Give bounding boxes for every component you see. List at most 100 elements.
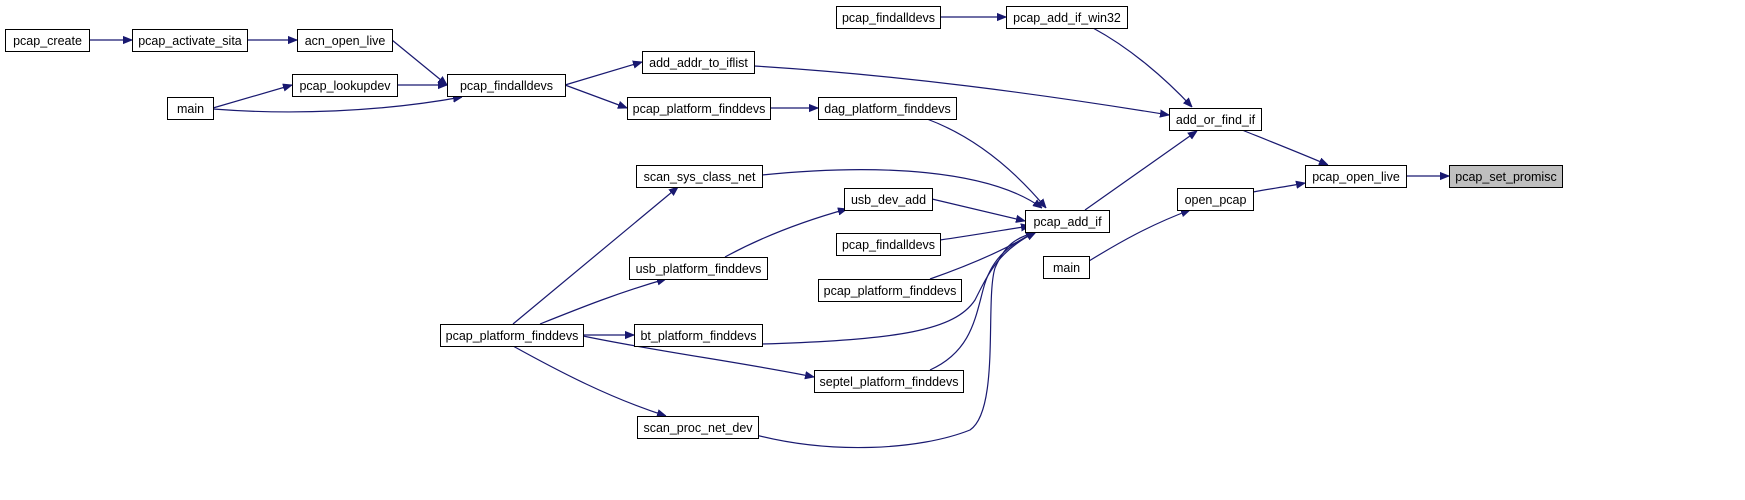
edge-main_a-to-pcap_findalldevs_a	[212, 97, 462, 113]
edge-pcap_platform_finddevs_b-to-scan_sys_class_net	[512, 187, 678, 325]
node-label: pcap_platform_finddevs	[633, 102, 766, 116]
node-box[interactable]	[1169, 108, 1262, 131]
edge-scan_proc_net_dev-to-pcap_add_if	[751, 232, 1036, 449]
node-label: main	[1053, 261, 1080, 275]
node-box[interactable]	[836, 6, 941, 29]
node-box[interactable]	[297, 29, 393, 52]
edge-open_pcap-to-pcap_open_live	[1252, 183, 1305, 193]
edge-pcap_platform_finddevs_b-to-septel_platform_finddevs	[582, 335, 814, 377]
node-add_or_find_if[interactable]: add_or_find_if	[1169, 108, 1262, 131]
node-box[interactable]	[634, 324, 763, 347]
node-usb_dev_add[interactable]: usb_dev_add	[844, 188, 933, 211]
node-box[interactable]	[637, 416, 759, 439]
node-label: bt_platform_finddevs	[640, 329, 756, 343]
node-pcap_platform_finddevs_b[interactable]: pcap_platform_finddevs	[440, 324, 584, 347]
node-box[interactable]	[1006, 6, 1128, 29]
node-label: dag_platform_finddevs	[824, 102, 950, 116]
node-pcap_create[interactable]: pcap_create	[5, 29, 90, 52]
node-open_pcap[interactable]: open_pcap	[1177, 188, 1254, 211]
node-usb_platform_finddevs[interactable]: usb_platform_finddevs	[629, 257, 768, 280]
node-pcap_findalldevs_b[interactable]: pcap_findalldevs	[836, 6, 941, 29]
edges-layer	[89, 17, 1449, 449]
node-label: open_pcap	[1185, 193, 1247, 207]
node-box[interactable]	[167, 97, 214, 120]
node-pcap_lookupdev[interactable]: pcap_lookupdev	[292, 74, 398, 97]
edge-pcap_platform_finddevs_b-to-scan_proc_net_dev	[512, 345, 666, 416]
edge-pcap_findalldevs_a-to-pcap_platform_finddevs_a	[564, 84, 627, 108]
edge-dag_platform_finddevs-to-pcap_add_if	[926, 118, 1046, 208]
edge-pcap_findalldevs_c-to-pcap_add_if	[939, 226, 1030, 241]
node-label: scan_sys_class_net	[644, 170, 756, 184]
node-label: scan_proc_net_dev	[643, 421, 753, 435]
node-dag_platform_finddevs[interactable]: dag_platform_finddevs	[818, 97, 957, 120]
node-box[interactable]	[1043, 256, 1090, 279]
node-label: pcap_platform_finddevs	[446, 329, 579, 343]
node-box[interactable]	[1177, 188, 1254, 211]
node-pcap_findalldevs_c[interactable]: pcap_findalldevs	[836, 233, 941, 256]
edge-scan_sys_class_net-to-pcap_add_if	[761, 169, 1042, 208]
edge-septel_platform_finddevs-to-pcap_add_if	[929, 231, 1036, 371]
edge-usb_dev_add-to-pcap_add_if	[931, 198, 1025, 221]
edge-pcap_platform_finddevs_b-to-usb_platform_finddevs	[539, 279, 666, 325]
edge-add_addr_to_iflist-to-add_or_find_if	[753, 65, 1169, 115]
node-pcap_findalldevs_a[interactable]: pcap_findalldevs	[447, 74, 566, 97]
node-label: pcap_add_if	[1033, 215, 1102, 229]
edge-pcap_add_if-to-add_or_find_if	[1084, 131, 1197, 211]
node-box[interactable]	[844, 188, 933, 211]
node-main_b[interactable]: main	[1043, 256, 1090, 279]
node-pcap_open_live[interactable]: pcap_open_live	[1305, 165, 1407, 188]
node-label: pcap_set_promisc	[1455, 170, 1556, 184]
edge-bt_platform_finddevs-to-pcap_add_if	[761, 232, 1036, 345]
edge-add_or_find_if-to-pcap_open_live	[1241, 129, 1328, 166]
node-label: add_addr_to_iflist	[649, 56, 748, 70]
node-septel_platform_finddevs[interactable]: septel_platform_finddevs	[814, 370, 964, 393]
node-label: septel_platform_finddevs	[820, 375, 959, 389]
node-box[interactable]	[642, 51, 755, 74]
node-pcap_platform_finddevs_c[interactable]: pcap_platform_finddevs	[818, 279, 962, 302]
node-box[interactable]	[818, 97, 957, 120]
node-add_addr_to_iflist[interactable]: add_addr_to_iflist	[642, 51, 755, 74]
node-label: acn_open_live	[305, 34, 386, 48]
node-box[interactable]	[292, 74, 398, 97]
edge-pcap_findalldevs_a-to-add_addr_to_iflist	[564, 62, 642, 86]
edge-acn_open_live-to-pcap_findalldevs_a	[391, 39, 447, 85]
edge-pcap_add_if_win32-to-add_or_find_if	[1092, 27, 1192, 107]
node-label: main	[177, 102, 204, 116]
node-box[interactable]	[627, 97, 771, 120]
node-box[interactable]	[447, 74, 566, 97]
node-label: pcap_open_live	[1312, 170, 1400, 184]
node-label: add_or_find_if	[1176, 113, 1256, 127]
node-label: pcap_activate_sita	[138, 34, 242, 48]
node-box[interactable]	[5, 29, 90, 52]
node-label: pcap_findalldevs	[842, 238, 935, 252]
edge-usb_platform_finddevs-to-usb_dev_add	[724, 209, 847, 258]
node-box[interactable]	[440, 324, 584, 347]
node-box[interactable]	[814, 370, 964, 393]
node-box[interactable]	[1449, 165, 1563, 188]
node-label: pcap_findalldevs	[460, 79, 553, 93]
node-box[interactable]	[629, 257, 768, 280]
node-box[interactable]	[836, 233, 941, 256]
node-pcap_add_if_win32[interactable]: pcap_add_if_win32	[1006, 6, 1128, 29]
node-box[interactable]	[1025, 210, 1110, 233]
node-box[interactable]	[636, 165, 763, 188]
node-bt_platform_finddevs[interactable]: bt_platform_finddevs	[634, 324, 763, 347]
node-pcap_set_promisc[interactable]: pcap_set_promisc	[1449, 165, 1563, 188]
node-acn_open_live[interactable]: acn_open_live	[297, 29, 393, 52]
node-pcap_add_if[interactable]: pcap_add_if	[1025, 210, 1110, 233]
nodes-layer: pcap_create pcap_activate_sita acn_open_li…	[5, 6, 1563, 439]
node-box[interactable]	[1305, 165, 1407, 188]
node-pcap_activate_sita[interactable]: pcap_activate_sita	[132, 29, 248, 52]
node-box[interactable]	[132, 29, 248, 52]
node-scan_proc_net_dev[interactable]: scan_proc_net_dev	[637, 416, 759, 439]
node-label: pcap_lookupdev	[299, 79, 391, 93]
node-label: pcap_findalldevs	[842, 11, 935, 25]
edge-main_a-to-pcap_lookupdev	[212, 85, 292, 109]
node-label: usb_platform_finddevs	[636, 262, 762, 276]
node-scan_sys_class_net[interactable]: scan_sys_class_net	[636, 165, 763, 188]
node-pcap_platform_finddevs_a[interactable]: pcap_platform_finddevs	[627, 97, 771, 120]
node-box[interactable]	[818, 279, 962, 302]
node-label: usb_dev_add	[851, 193, 926, 207]
node-main_a[interactable]: main	[167, 97, 214, 120]
